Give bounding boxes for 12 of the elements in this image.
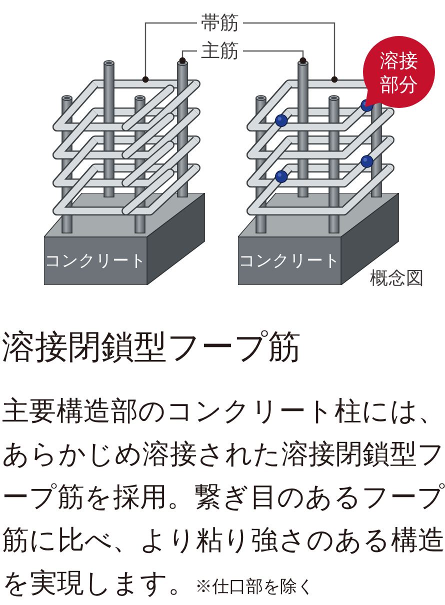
leader-line: [142, 22, 197, 83]
title: 溶接閉鎖型フープ筋: [2, 326, 301, 368]
hoop-rebar: [309, 80, 360, 88]
block-label: コンクリート: [238, 252, 340, 270]
hoop-rebar: [115, 80, 176, 88]
body-text: 主要構造部のコンクリート柱には、あらかじめ溶接された溶接閉鎖型フープ筋を採用。繋ぎ目のあるフープ筋に比べ、より粘り強さのある構造を実現します。※仕口部を除く: [2, 395, 445, 601]
leader-line: [243, 22, 338, 83]
leader-line: [243, 50, 306, 64]
block-label: コンクリート: [44, 252, 146, 270]
leader-line: [179, 50, 197, 64]
figure-note: 概念図: [370, 270, 424, 288]
callout-text: 溶接部分: [379, 49, 419, 97]
